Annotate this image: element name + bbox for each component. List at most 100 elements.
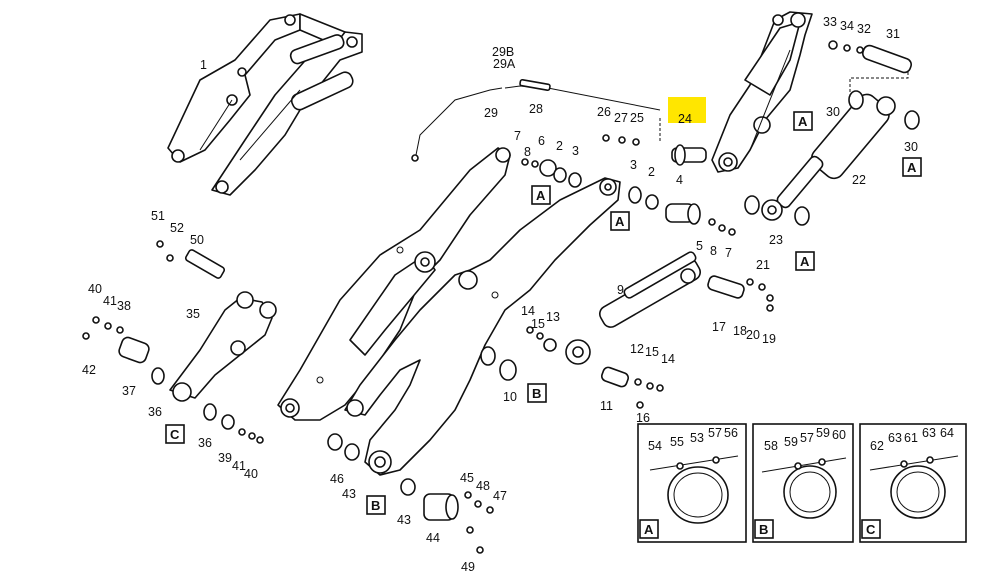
callout-21: 21 xyxy=(756,258,770,272)
callout-62: 62 xyxy=(870,439,884,453)
callout-16: 16 xyxy=(636,411,650,425)
callout-51: 51 xyxy=(151,209,165,223)
callout-43-left: 43 xyxy=(342,487,356,501)
callout-40-top: 40 xyxy=(88,282,102,296)
panel-b-label: B xyxy=(759,522,768,537)
callout-54: 54 xyxy=(648,439,662,453)
callout-60: 60 xyxy=(832,428,846,442)
callout-63: 63 xyxy=(922,426,936,440)
callout-14-left: 14 xyxy=(521,304,535,318)
tag-a-crank: A xyxy=(798,114,808,129)
callout-41: 41 xyxy=(232,459,246,473)
callout-61: 61 xyxy=(904,431,918,445)
callout-30-right: 30 xyxy=(904,140,918,154)
detail-tags: A A A A A B B C A B C xyxy=(165,111,922,539)
callout-10: 10 xyxy=(503,390,517,404)
callout-56: 56 xyxy=(724,426,738,440)
tilt-cylinder-drawing xyxy=(744,90,920,226)
callout-49: 49 xyxy=(461,560,475,574)
callout-25: 25 xyxy=(630,111,644,125)
callout-15: 15 xyxy=(645,345,659,359)
callout-63-left: 63 xyxy=(888,431,902,445)
callout-22: 22 xyxy=(852,173,866,187)
callout-35: 35 xyxy=(186,307,200,321)
tag-a-cylinder-base: A xyxy=(800,254,810,269)
callout-2: 2 xyxy=(648,165,655,179)
callout-58: 58 xyxy=(764,439,778,453)
callout-59-left: 59 xyxy=(784,435,798,449)
callout-47: 47 xyxy=(493,489,507,503)
link-35-drawing xyxy=(82,240,277,444)
callout-48: 48 xyxy=(476,479,490,493)
callout-9: 9 xyxy=(617,283,624,297)
callout-43: 43 xyxy=(397,513,411,527)
callout-36: 36 xyxy=(198,436,212,450)
callout-4: 4 xyxy=(676,173,683,187)
tag-a-cylinder: A xyxy=(907,160,917,175)
callout-29b: 29B xyxy=(492,45,514,59)
washer-10-drawing xyxy=(480,346,517,381)
part-24-highlight xyxy=(668,97,706,123)
callout-18: 18 xyxy=(733,324,747,338)
callout-13: 13 xyxy=(546,310,560,324)
callout-39: 39 xyxy=(218,451,232,465)
callout-labels: 1 29B 29A 29 28 26 27 25 24 33 34 32 31 … xyxy=(82,15,954,574)
callout-33: 33 xyxy=(823,15,837,29)
main-boom-drawing xyxy=(277,147,621,476)
tag-c-link: C xyxy=(170,427,180,442)
callout-45: 45 xyxy=(460,471,474,485)
callout-52: 52 xyxy=(170,221,184,235)
callout-28: 28 xyxy=(529,102,543,116)
callout-44: 44 xyxy=(426,531,440,545)
callout-30-left: 30 xyxy=(826,105,840,119)
pin-24-drawing xyxy=(411,78,707,166)
callout-55: 55 xyxy=(670,435,684,449)
callout-37: 37 xyxy=(122,384,136,398)
panel-c-label: C xyxy=(866,522,876,537)
callout-2-top: 2 xyxy=(556,139,563,153)
callout-8-top: 8 xyxy=(524,145,531,159)
callout-31: 31 xyxy=(886,27,900,41)
callout-11: 11 xyxy=(600,399,613,413)
callout-29a: 29A xyxy=(493,57,516,71)
callout-36-left: 36 xyxy=(148,405,162,419)
callout-34: 34 xyxy=(840,19,854,33)
frame-assembly-drawing xyxy=(167,13,363,196)
callout-23: 23 xyxy=(769,233,783,247)
panel-a-label: A xyxy=(644,522,654,537)
callout-57-b: 57 xyxy=(800,431,814,445)
detail-panel-a xyxy=(637,423,747,543)
callout-46: 46 xyxy=(330,472,344,486)
callout-3: 3 xyxy=(630,158,637,172)
callout-26: 26 xyxy=(597,105,611,119)
callout-42: 42 xyxy=(82,363,96,377)
callout-7-top: 7 xyxy=(514,129,521,143)
boom-top-pin-drawing xyxy=(521,158,736,236)
callout-19: 19 xyxy=(762,332,776,346)
callout-40: 40 xyxy=(244,467,258,481)
bell-crank-drawing xyxy=(711,11,813,173)
callout-8: 8 xyxy=(710,244,717,258)
callout-29: 29 xyxy=(484,106,498,120)
callout-57: 57 xyxy=(708,426,722,440)
callout-24: 24 xyxy=(678,112,692,126)
callout-17: 17 xyxy=(712,320,726,334)
callout-7: 7 xyxy=(725,246,732,260)
callout-14: 14 xyxy=(661,352,675,366)
callout-64: 64 xyxy=(940,426,954,440)
callout-20: 20 xyxy=(746,328,760,342)
callout-59: 59 xyxy=(816,426,830,440)
callout-12: 12 xyxy=(630,342,644,356)
callout-50: 50 xyxy=(190,233,204,247)
tag-a-pin: A xyxy=(615,214,625,229)
callout-53: 53 xyxy=(690,431,704,445)
tag-a-boom: A xyxy=(536,188,546,203)
callout-6: 6 xyxy=(538,134,545,148)
pin-31-drawing xyxy=(828,40,912,98)
callout-27: 27 xyxy=(614,111,628,125)
callout-32: 32 xyxy=(857,22,871,36)
callout-5: 5 xyxy=(696,239,703,253)
callout-3-top: 3 xyxy=(572,144,579,158)
pin-44-drawing xyxy=(327,433,494,554)
